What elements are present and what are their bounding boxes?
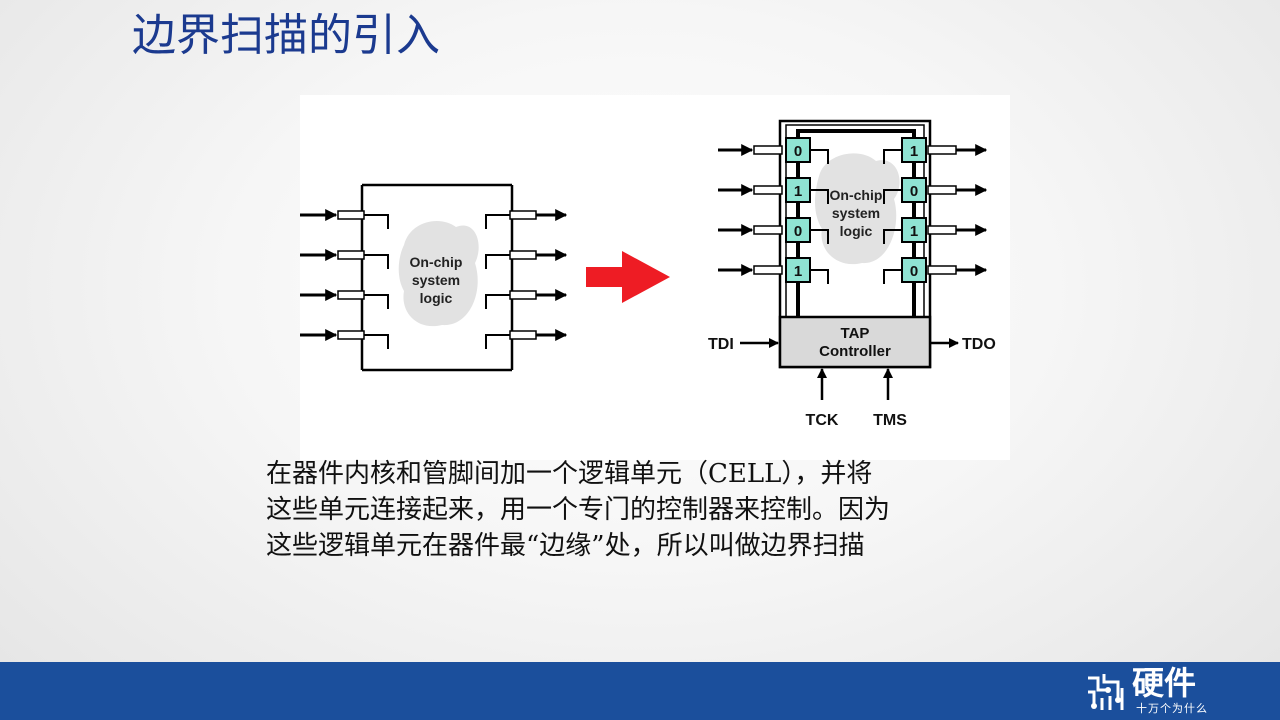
footer-band: 硬件 十万个为什么	[0, 662, 1280, 720]
slide-caption: 在器件内核和管脚间加一个逻辑单元（CELL），并将 这些单元连接起来，用一个专门…	[266, 456, 1056, 564]
logo-name: 硬件	[1132, 664, 1197, 702]
caption-line-3: 这些逻辑单元在器件最“边缘”处，所以叫做边界扫描	[266, 531, 865, 561]
input-pin	[337, 210, 365, 220]
scan-input-pin	[753, 225, 783, 235]
cell-value: 1	[910, 143, 918, 160]
logic-label-right-3: logic	[840, 223, 873, 239]
scan-output-trace	[883, 149, 902, 164]
output-trace	[485, 214, 510, 229]
output-trace	[485, 254, 510, 269]
cell-value: 0	[794, 143, 802, 160]
cell-box	[901, 177, 927, 203]
scan-output-trace	[883, 189, 902, 204]
left-boundary-cell: 0	[785, 217, 811, 243]
right-boundary-cell: 1	[901, 137, 927, 163]
scan-output-pin	[927, 225, 957, 235]
tdi-label: TDI	[708, 336, 734, 353]
tdo-label: TDO	[962, 336, 996, 353]
caption-line-1: 在器件内核和管脚间加一个逻辑单元（CELL），并将	[266, 459, 873, 489]
scan-output-trace	[883, 269, 902, 284]
right-boundary-cell: 0	[901, 257, 927, 283]
plain-chip-outline	[360, 183, 514, 372]
boundary-scan-diagram: On-chip system logic 0 1 1 0 0 1 1 0 On-chip sy…	[300, 119, 996, 429]
left-boundary-cell: 1	[785, 177, 811, 203]
plain-chip-pins	[300, 209, 568, 349]
caption-line-2: 这些单元连接起来，用一个专门的控制器来控制。因为	[266, 495, 891, 525]
tck-label: TCK	[806, 412, 839, 429]
right-boundary-cell: 1	[901, 217, 927, 243]
input-trace	[364, 334, 389, 349]
logic-label-left-2: system	[412, 272, 460, 288]
cell-value: 1	[910, 223, 918, 240]
output-trace	[485, 294, 510, 309]
cell-value: 0	[910, 183, 918, 200]
scan-output-pin	[927, 185, 957, 195]
input-trace	[364, 214, 389, 229]
boundary-scan-figure: On-chip system logic 0 1 1 0 0 1 1 0 On-chip sy…	[300, 95, 1010, 460]
cell-box	[785, 257, 811, 283]
left-boundary-cell: 1	[785, 257, 811, 283]
tap-controller-label-2: Controller	[819, 343, 891, 360]
output-pin	[509, 330, 537, 340]
scan-input-pin	[753, 265, 783, 275]
cell-box	[785, 137, 811, 163]
output-pin	[509, 290, 537, 300]
right-boundary-cell: 0	[901, 177, 927, 203]
input-trace	[364, 294, 389, 309]
transition-arrow	[586, 251, 670, 303]
scan-output-trace	[883, 229, 902, 244]
input-pin	[337, 330, 365, 340]
scan-input-trace	[810, 189, 829, 204]
scan-output-pin	[927, 265, 957, 275]
scan-input-pin	[753, 185, 783, 195]
cell-box	[901, 217, 927, 243]
cell-value: 1	[794, 183, 802, 200]
slide-title: 边界扫描的引入	[132, 10, 440, 61]
tms-label: TMS	[873, 412, 907, 429]
output-pin	[509, 250, 537, 260]
logic-blob-left	[398, 221, 479, 327]
scan-input-trace	[810, 149, 829, 164]
logic-label-right-2: system	[832, 205, 880, 221]
cell-value: 0	[794, 223, 802, 240]
tap-controller-box	[778, 315, 932, 369]
scan-chip-pins	[718, 144, 988, 284]
logic-label-left-3: logic	[420, 290, 453, 306]
output-trace	[485, 334, 510, 349]
logic-label-right-1: On-chip	[830, 187, 883, 203]
logic-blob-right	[815, 153, 900, 265]
cell-box	[785, 217, 811, 243]
boundary-scan-chip: 0 1 1 0 0 1 1 0 On-chip system logic TAP Contro…	[708, 119, 996, 429]
logic-label-left-1: On-chip	[410, 254, 463, 270]
input-pin	[337, 290, 365, 300]
circuit-icon	[1088, 674, 1124, 710]
cell-value: 1	[794, 263, 802, 280]
brand-logo: 硬件 十万个为什么	[1072, 662, 1222, 718]
cell-value: 0	[910, 263, 918, 280]
scan-output-pin	[927, 145, 957, 155]
logo-tagline: 十万个为什么	[1136, 702, 1208, 715]
output-pin	[509, 210, 537, 220]
cell-box	[785, 177, 811, 203]
cell-box	[901, 257, 927, 283]
scan-input-pin	[753, 145, 783, 155]
boundary-scan-cells: 0 1 1 0 0 1 1 0	[785, 137, 927, 283]
left-boundary-cell: 0	[785, 137, 811, 163]
input-pin	[337, 250, 365, 260]
input-trace	[364, 254, 389, 269]
tap-controller-label-1: TAP	[841, 325, 870, 342]
plain-chip: On-chip system logic	[300, 183, 568, 372]
cell-box	[901, 137, 927, 163]
scan-input-trace	[810, 269, 829, 284]
scan-input-trace	[810, 229, 829, 244]
